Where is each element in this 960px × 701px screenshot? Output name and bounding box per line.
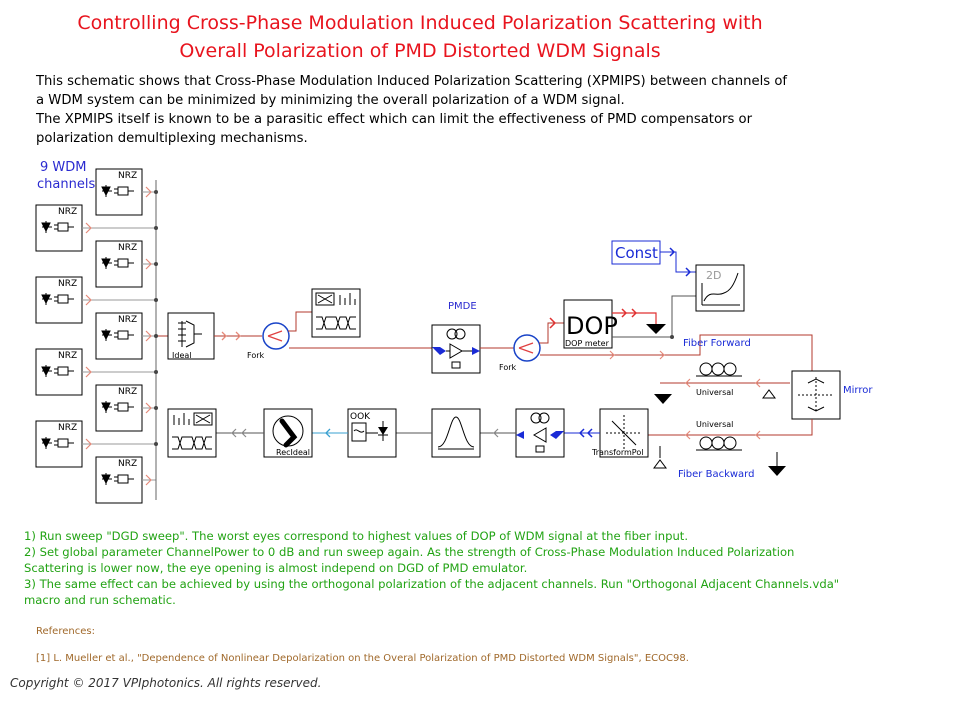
link-backward-sink xyxy=(659,446,778,466)
ook-receiver[interactable]: OOK xyxy=(347,408,397,458)
mirror-label: Mirror xyxy=(843,385,873,396)
nrz-label: NRZ xyxy=(118,387,137,397)
fiber-forward-label: Fiber Forward xyxy=(683,338,751,349)
fork-1-label: Fork xyxy=(247,351,265,360)
link-arrow xyxy=(685,430,761,440)
link-arrow xyxy=(621,308,638,318)
link-dop-to-plot xyxy=(612,295,696,338)
nrz-transmitter-4[interactable]: NRZ xyxy=(95,312,143,360)
link-arrow xyxy=(685,378,761,388)
nrz-label: NRZ xyxy=(118,171,137,181)
description-line-1: This schematic shows that Cross-Phase Mo… xyxy=(36,74,788,89)
signal-analyzer-bottom[interactable] xyxy=(167,408,217,458)
link-mirror-back xyxy=(648,419,813,436)
universal-fiber-backward[interactable]: Universal xyxy=(696,420,742,451)
description-line-4: polarization demultiplexing mechanisms. xyxy=(36,131,308,146)
instruction-line-4: 3) The same effect can be achieved by us… xyxy=(24,577,840,591)
channels-label-line-1: 9 WDM xyxy=(40,160,86,175)
backward-source xyxy=(653,459,667,469)
title-line-2: Overall Polarization of PMD Distorted WD… xyxy=(179,40,661,62)
instruction-line-5: macro and run schematic. xyxy=(24,593,176,607)
nrz-transmitter-6[interactable]: NRZ xyxy=(95,384,143,432)
link-fork-to-analyzer xyxy=(288,311,312,332)
channel-bus-junctions xyxy=(154,190,158,446)
fiber-backward-label: Fiber Backward xyxy=(678,469,754,480)
link-const-to-plot xyxy=(660,251,696,273)
nrz-label: NRZ xyxy=(118,315,137,325)
link-arrow xyxy=(669,247,692,277)
references-heading: References: xyxy=(36,626,95,637)
forward-source xyxy=(762,389,776,399)
dop-meter-label: DOP meter xyxy=(565,339,610,348)
link-arrow xyxy=(609,350,665,360)
description-line-3: The XPMIPS itself is known to be a paras… xyxy=(36,112,753,127)
instruction-line-1: 1) Run sweep "DGD sweep". The worst eyes… xyxy=(24,529,689,543)
link-arrow xyxy=(493,428,499,438)
fork-1[interactable]: Fork xyxy=(247,322,290,360)
link-arrow xyxy=(549,317,557,329)
const-label: Const xyxy=(615,244,658,262)
title-line-1: Controlling Cross-Phase Modulation Induc… xyxy=(77,12,763,34)
reference-1: [1] L. Mueller et al., "Dependence of No… xyxy=(36,653,689,664)
nrz-label: NRZ xyxy=(58,423,77,433)
fork-2-label: Fork xyxy=(499,363,517,372)
optical-filter[interactable] xyxy=(431,408,481,458)
fork-2[interactable]: Fork xyxy=(499,334,541,372)
schematic-diagram: 9 WDM channels NRZ NRZ NRZ NRZ NRZ NRZ N… xyxy=(35,160,873,504)
ook-label: OOK xyxy=(350,412,371,422)
pmd-emulator[interactable] xyxy=(431,324,481,374)
ideal-multiplexer[interactable]: Ideal xyxy=(167,312,215,360)
nrz-transmitter-7[interactable]: NRZ xyxy=(35,420,83,468)
description-line-2: a WDM system can be minimized by minimiz… xyxy=(36,93,625,108)
link-arrow xyxy=(325,428,331,438)
link-fork2-to-fiber xyxy=(540,334,813,371)
nrz-label: NRZ xyxy=(58,207,77,217)
nrz-label: NRZ xyxy=(58,351,77,361)
link-arrow xyxy=(578,428,593,438)
nrz-label: NRZ xyxy=(118,459,137,469)
universal-backward-label: Universal xyxy=(696,420,733,429)
nrz-transmitter-8[interactable]: NRZ xyxy=(95,456,143,504)
nrz-transmitter-3[interactable]: NRZ xyxy=(35,276,83,324)
dop-sink xyxy=(646,324,666,334)
backward-sink xyxy=(768,466,786,476)
copyright: Copyright © 2017 VPIphotonics. All right… xyxy=(10,676,322,690)
signal-analyzer-top[interactable] xyxy=(311,288,361,338)
mirror[interactable] xyxy=(791,370,841,420)
link-arrow xyxy=(221,331,241,341)
pmde-label: PMDE xyxy=(448,301,477,312)
plot-2d-label: 2D xyxy=(706,269,721,282)
universal-forward-label: Universal xyxy=(696,388,733,397)
bus-arrow-markers xyxy=(85,186,152,486)
dop-text: DOP xyxy=(566,312,618,340)
nrz-transmitter-5[interactable]: NRZ xyxy=(35,348,83,396)
nrz-label: NRZ xyxy=(58,279,77,289)
junction-dot xyxy=(670,335,674,339)
ideal-label: Ideal xyxy=(172,351,191,360)
rec-ideal[interactable]: RecIdeal xyxy=(263,408,313,458)
nrz-transmitter-2[interactable]: NRZ xyxy=(95,240,143,288)
dop-meter[interactable]: DOP DOP meter xyxy=(563,299,618,349)
transform-pol-label: TransformPol xyxy=(591,448,643,457)
nrz-label: NRZ xyxy=(118,243,137,253)
channels-label-line-2: channels xyxy=(37,177,95,192)
nrz-transmitter-1[interactable]: NRZ xyxy=(35,204,83,252)
forward-sink xyxy=(654,394,672,404)
rec-ideal-label: RecIdeal xyxy=(276,448,310,457)
link-arrow xyxy=(231,428,247,438)
transform-pol[interactable]: TransformPol xyxy=(591,408,649,458)
universal-fiber-forward[interactable]: Universal xyxy=(696,362,742,397)
channel-bus xyxy=(82,180,168,500)
const-source[interactable]: Const xyxy=(611,240,661,265)
pmd-emulator-reverse[interactable] xyxy=(515,408,565,458)
instruction-line-3: Scattering is lower now, the eye opening… xyxy=(24,561,528,575)
instruction-line-2: 2) Set global parameter ChannelPower to … xyxy=(24,545,795,559)
plot-2d[interactable]: 2D xyxy=(695,264,745,312)
nrz-transmitter-0[interactable]: NRZ xyxy=(95,168,143,216)
